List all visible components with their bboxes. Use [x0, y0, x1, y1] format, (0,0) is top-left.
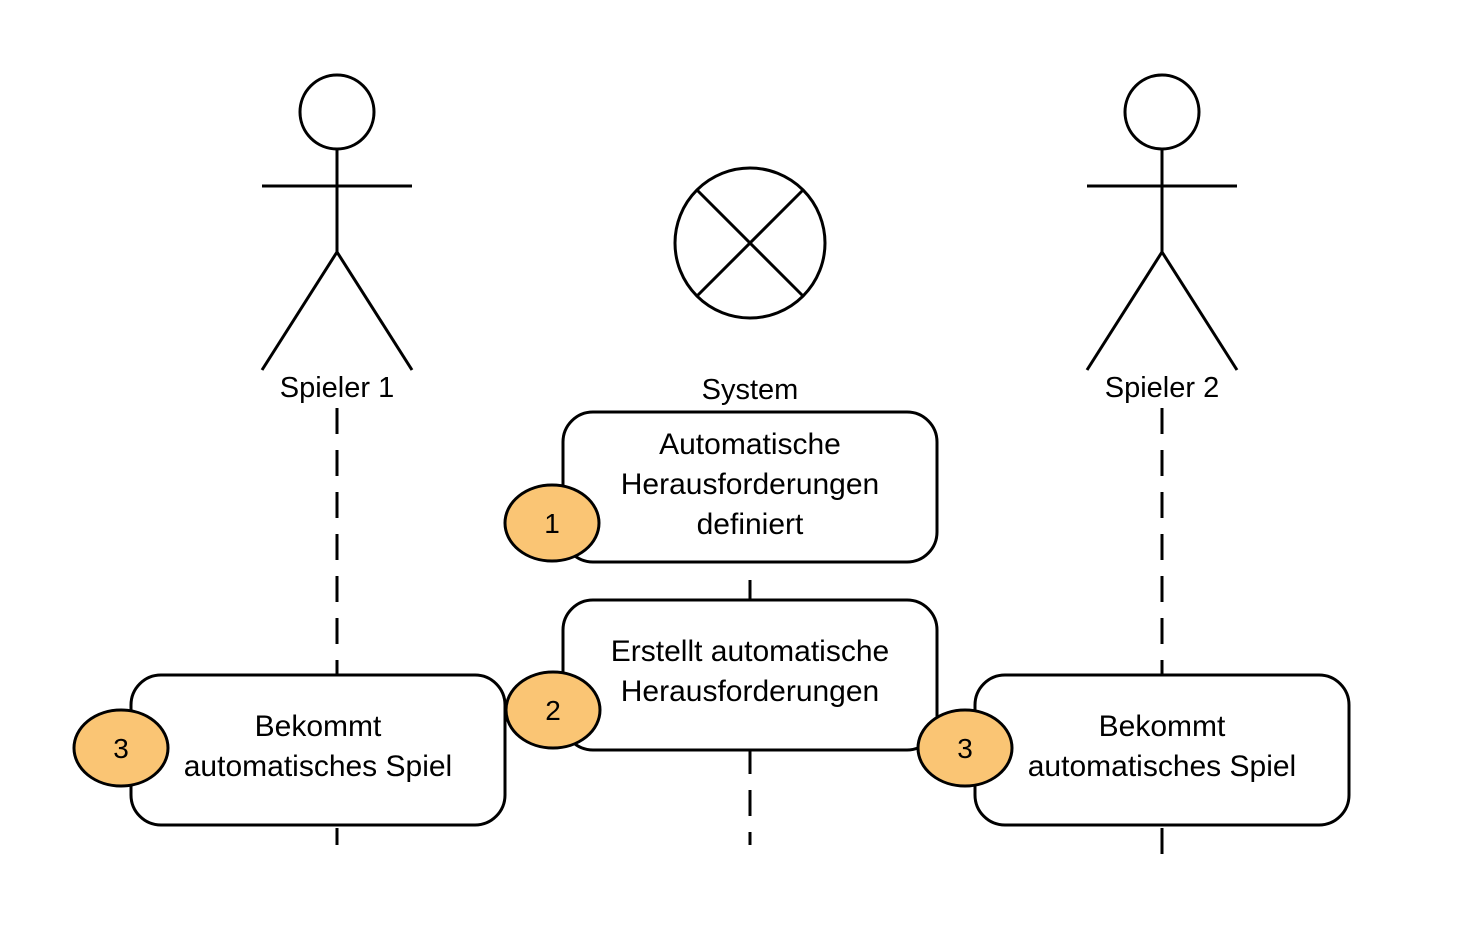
step-text-line: Automatische — [659, 428, 841, 461]
step-number-badge — [916, 708, 1014, 788]
step-text-line: Herausforderungen — [621, 675, 880, 708]
step-number: 1 — [544, 508, 560, 539]
step-number-badge — [72, 708, 170, 788]
system-label: System — [702, 374, 799, 406]
step-number: 2 — [545, 695, 561, 726]
step-define-challenges: Automatische Herausforderungen definiert… — [503, 410, 939, 564]
player1-label: Spieler 1 — [280, 372, 394, 404]
step-text-line: Bekommt — [1099, 710, 1226, 743]
step-text-line: Herausforderungen — [621, 468, 880, 501]
step-text-line: Bekommt — [255, 710, 382, 743]
step-player2-receives-game: Bekommt automatisches Spiel 3 — [916, 673, 1351, 827]
crossed-circle-icon — [673, 166, 827, 320]
step-number: 3 — [957, 733, 973, 764]
player2-actor: Spieler 2 — [1085, 73, 1239, 404]
system-actor: System — [673, 166, 827, 406]
stick-figure-icon — [260, 73, 414, 371]
player2-label: Spieler 2 — [1105, 372, 1219, 404]
step-text-line: automatisches Spiel — [1028, 750, 1296, 783]
stick-figure-icon — [1085, 73, 1239, 371]
step-text-line: Erstellt automatische — [611, 635, 889, 668]
step-player1-receives-game: Bekommt automatisches Spiel 3 — [72, 673, 507, 827]
step-text-line: definiert — [697, 508, 804, 541]
step-create-challenges: Erstellt automatische Herausforderungen … — [504, 598, 939, 752]
player1-actor: Spieler 1 — [260, 73, 414, 404]
step-number-badge — [503, 483, 601, 563]
step-number: 3 — [113, 733, 129, 764]
step-text-line: automatisches Spiel — [184, 750, 452, 783]
